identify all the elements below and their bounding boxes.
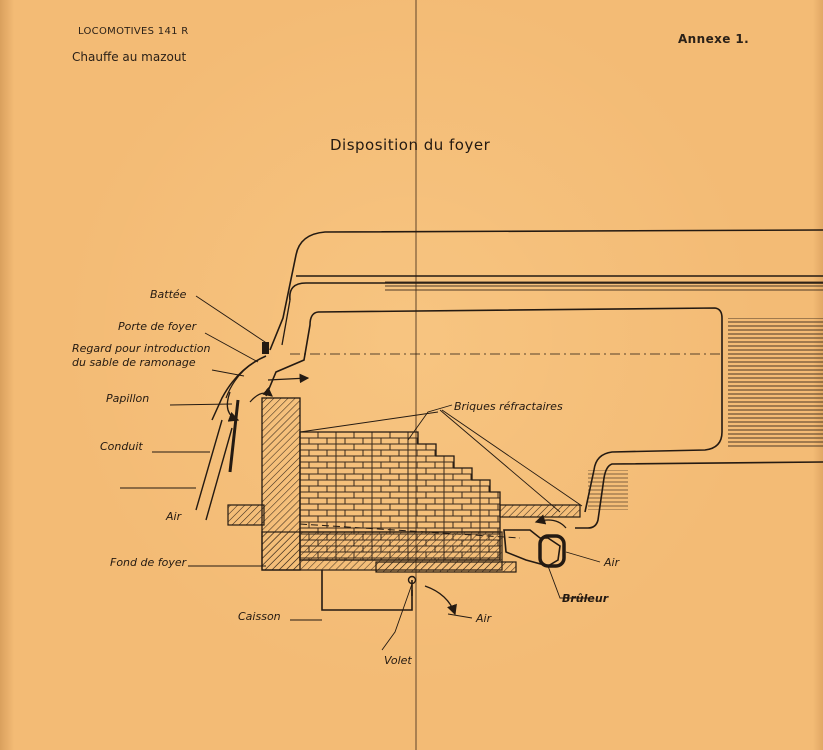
- label-conduit: Conduit: [100, 440, 143, 453]
- boiler-outer-shell: [269, 229, 823, 351]
- label-regard-line2: du sable de ramonage: [72, 356, 196, 369]
- label-bruleur: Brûleur: [562, 592, 609, 605]
- label-volet: Volet: [384, 654, 412, 667]
- label-fond-de-foyer: Fond de foyer: [110, 556, 188, 569]
- leader-lines: [120, 295, 720, 651]
- burner-assembly: [299, 514, 567, 568]
- label-air-bottom: Air: [475, 612, 493, 625]
- label-papillon: Papillon: [106, 392, 149, 405]
- page-fold: [415, 0, 417, 750]
- air-box-and-damper: [321, 570, 457, 616]
- diagram-labels: Battée Porte de foyer Regard pour introd…: [72, 288, 621, 667]
- label-air-right: Air: [603, 556, 621, 569]
- label-caisson: Caisson: [238, 610, 281, 623]
- label-air-left: Air: [165, 510, 183, 523]
- label-porte-de-foyer: Porte de foyer: [118, 320, 198, 333]
- label-briques-refractaires: Briques réfractaires: [454, 400, 563, 413]
- refractory-brickwork: [227, 397, 581, 573]
- firebox-door-assembly: [195, 342, 310, 521]
- header-annex-number: Annexe 1.: [678, 32, 750, 46]
- label-battee: Battée: [150, 288, 187, 301]
- header-locomotive-model: LOCOMOTIVES 141 R: [78, 26, 189, 37]
- label-regard-line1: Regard pour introduction: [72, 342, 211, 355]
- header-heating-type: Chauffe au mazout: [72, 50, 187, 64]
- diagram-title: Disposition du foyer: [330, 136, 491, 154]
